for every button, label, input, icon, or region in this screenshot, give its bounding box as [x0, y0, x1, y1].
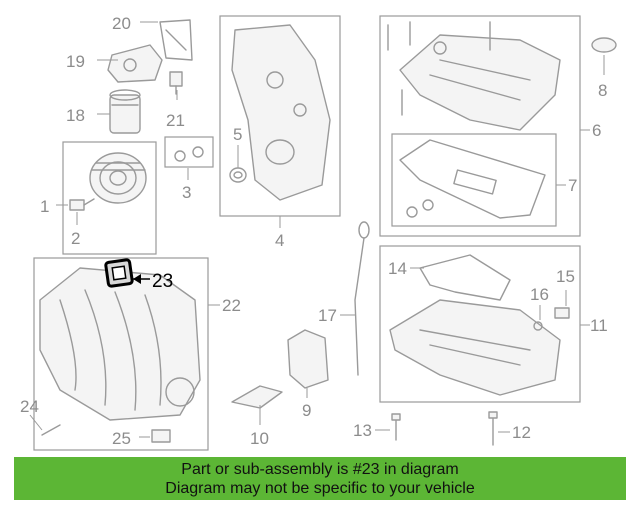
timing-cover	[231, 24, 331, 201]
label-19: 19	[66, 52, 85, 71]
oil-filter	[109, 89, 141, 134]
bolt-13	[391, 413, 401, 441]
sensor	[169, 71, 183, 95]
intake-manifold	[39, 267, 201, 421]
valve-cover-gasket	[399, 139, 546, 219]
oil-cap	[591, 37, 617, 53]
label-5: 5	[233, 125, 242, 144]
cover-plate	[159, 19, 193, 61]
gasket-box	[391, 133, 557, 227]
label-23: 23	[152, 271, 173, 292]
banner-line-1: Part or sub-assembly is #23 in diagram	[181, 461, 459, 478]
label-14: 14	[388, 259, 407, 278]
label-20: 20	[112, 14, 131, 33]
label-1: 1	[40, 197, 49, 216]
label-4: 4	[275, 231, 284, 250]
label-8: 8	[598, 81, 607, 100]
label-16: 16	[530, 285, 549, 304]
label-18: 18	[66, 106, 85, 125]
part-25-fitting	[151, 429, 171, 443]
part-24-bolt	[41, 424, 61, 436]
leader-lines	[29, 21, 605, 438]
label-13: 13	[353, 421, 372, 440]
drain-plug	[533, 307, 570, 331]
label-21: 21	[166, 111, 185, 130]
oil-pan-box	[379, 245, 581, 403]
pulley-group-box	[62, 141, 157, 255]
valve-cover	[399, 34, 561, 131]
label-2: 2	[71, 229, 80, 248]
label-9: 9	[302, 401, 311, 420]
crank-pulley	[89, 152, 147, 204]
label-25: 25	[112, 429, 131, 448]
oil-filter-housing	[107, 44, 163, 83]
intake-box	[33, 257, 209, 451]
label-12: 12	[512, 423, 531, 442]
mount-bracket	[231, 385, 283, 409]
label-11: 11	[590, 316, 608, 335]
dipstick	[354, 221, 370, 376]
label-6: 6	[592, 121, 601, 140]
label-7: 7	[568, 176, 577, 195]
label-10: 10	[250, 429, 269, 448]
banner-line-2: Diagram may not be specific to your vehi…	[165, 480, 475, 497]
valve-cover-box	[379, 15, 581, 237]
pulley-bolt	[69, 198, 95, 211]
seal-pair	[164, 136, 214, 168]
timing-seal	[229, 167, 247, 183]
label-15: 15	[556, 267, 575, 286]
cover-studs	[387, 21, 491, 116]
engine-mount	[287, 329, 329, 389]
bolt-12	[488, 411, 498, 446]
info-banner: Part or sub-assembly is #23 in diagram D…	[14, 457, 626, 500]
label-3: 3	[182, 183, 191, 202]
label-24: 24	[20, 397, 39, 416]
baffle-plate	[419, 254, 511, 301]
oil-pan	[389, 299, 561, 396]
label-17: 17	[318, 306, 337, 325]
label-22: 22	[222, 296, 241, 315]
parts-diagram: 1 2 3 4 5 6 7 8 9 10 11 12 13 14 15 16 1…	[20, 14, 617, 451]
